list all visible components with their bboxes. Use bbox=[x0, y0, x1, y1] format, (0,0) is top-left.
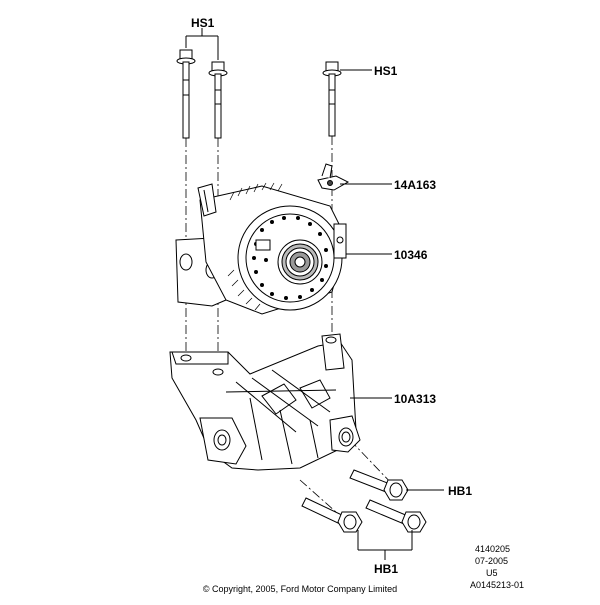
bolt-hb1-upper bbox=[349, 469, 409, 501]
meta-line-2: 07-2005 bbox=[475, 556, 509, 566]
label-hb1-right: HB1 bbox=[448, 484, 473, 498]
hs1-brace bbox=[185, 28, 219, 60]
label-14a163: 14A163 bbox=[394, 178, 437, 192]
label-10346: 10346 bbox=[394, 248, 428, 262]
label-hs1-right: HS1 bbox=[374, 64, 398, 78]
bolt-hs1-middle bbox=[208, 61, 228, 139]
bolt-hs1-left bbox=[176, 49, 196, 139]
label-10a313: 10A313 bbox=[394, 392, 437, 406]
copyright-notice: © Copyright, 2005, Ford Motor Company Li… bbox=[202, 584, 398, 594]
meta-line-3: U5 bbox=[486, 568, 498, 578]
bracket-14a163-part bbox=[317, 163, 350, 191]
bolt-hb1-lower-left bbox=[301, 497, 363, 533]
mount-10a313-part bbox=[169, 333, 361, 471]
bolt-hb1-lower-right bbox=[365, 499, 427, 533]
leader-lines bbox=[340, 69, 444, 491]
meta-line-4: A0145213-01 bbox=[470, 580, 525, 590]
bolt-hs1-right bbox=[322, 61, 342, 137]
meta-line-1: 4140205 bbox=[475, 544, 511, 554]
generator-10346-part bbox=[175, 182, 347, 315]
label-hs1-top: HS1 bbox=[191, 16, 215, 30]
label-hb1-bottom: HB1 bbox=[374, 562, 399, 576]
hb1-brace bbox=[357, 530, 413, 560]
